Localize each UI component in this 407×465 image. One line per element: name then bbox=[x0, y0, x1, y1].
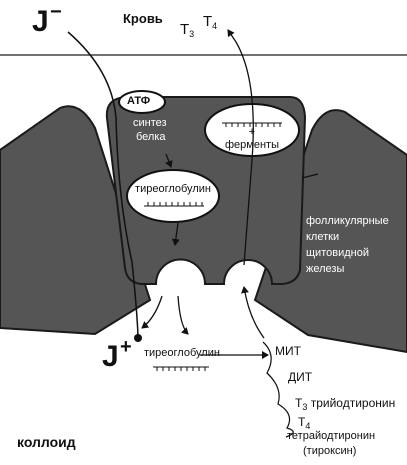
t3-blood-letter: T bbox=[180, 21, 190, 38]
follicular-cells-label-4: железы bbox=[306, 263, 345, 275]
protein-synthesis-arrow bbox=[165, 153, 173, 168]
membrane-pointer-line bbox=[301, 173, 319, 179]
hormone-secretion-arrow bbox=[227, 29, 254, 266]
t4-hormone-trivial-name: (тироксин) bbox=[303, 445, 357, 457]
enzymes-label: ферменты bbox=[225, 139, 279, 151]
protein-synthesis-label-2: белка bbox=[136, 131, 166, 143]
exocytosis-arrow-left bbox=[141, 295, 163, 329]
mit-label: МИТ bbox=[275, 344, 301, 358]
blood-label: Кровь bbox=[123, 11, 163, 26]
thyroglobulin-cell-peptide-chain bbox=[144, 202, 204, 207]
follicular-cells-label-2: клетки bbox=[306, 231, 340, 243]
iodine-symbol: J bbox=[102, 340, 119, 373]
thyroglobulin-colloid-label: тиреоглобулин bbox=[144, 347, 220, 359]
enzymes-peptide-chain bbox=[222, 122, 282, 127]
t4-blood-letter: T bbox=[203, 13, 213, 30]
t3-blood-index: 3 bbox=[189, 29, 195, 39]
reabsorption-arrow bbox=[241, 286, 265, 339]
iodide-symbol: J bbox=[32, 5, 49, 38]
t4-hormone-symbol: T4 bbox=[298, 415, 311, 431]
atp-oval bbox=[118, 90, 166, 114]
iodide-charge: − bbox=[50, 1, 62, 23]
iodine-release-dot bbox=[134, 334, 142, 342]
t3-hormone-index: 3 bbox=[302, 402, 308, 412]
colloid-thyroglobulin-chain bbox=[153, 366, 209, 371]
protein-synthesis-label-1: синтез bbox=[133, 117, 167, 129]
thyroglobulin-to-colloid-arrow bbox=[171, 222, 180, 246]
enzymes-plus: + bbox=[248, 126, 256, 138]
exocytosis-arrow-right bbox=[177, 295, 189, 335]
follicular-cells-label-3: щитовидной bbox=[306, 247, 369, 259]
t4-hormone-index: 4 bbox=[305, 421, 311, 431]
t4-blood-label: T4 bbox=[203, 13, 217, 31]
t3-hormone-letter: T bbox=[295, 396, 303, 410]
t3-blood-label: T3 bbox=[180, 21, 194, 39]
dit-label: ДИТ bbox=[288, 370, 313, 384]
follicular-cells-label-1: фолликулярные bbox=[306, 215, 389, 227]
colloid-label: коллоид bbox=[17, 434, 76, 450]
thyroglobulin-cell-label: тиреоглобулин bbox=[135, 183, 211, 195]
right-follicular-cell bbox=[253, 109, 407, 354]
t4-blood-index: 4 bbox=[212, 21, 218, 31]
iodide-uptake-arrow bbox=[67, 31, 139, 337]
left-follicular-cell bbox=[0, 105, 152, 336]
iodine-charge: + bbox=[120, 336, 132, 358]
t3-hormone-label: T3 трийодтиронин bbox=[295, 396, 396, 412]
thyroglobulin-vesicle bbox=[126, 169, 220, 223]
iodotyrosine-cascade-line bbox=[262, 341, 294, 438]
t4-hormone-name: тетрайодтиронин bbox=[287, 430, 376, 442]
t3-hormone-name: трийодтиронин bbox=[310, 396, 396, 410]
atp-label: АТФ bbox=[127, 95, 151, 107]
t4-hormone-letter: T bbox=[298, 415, 306, 429]
